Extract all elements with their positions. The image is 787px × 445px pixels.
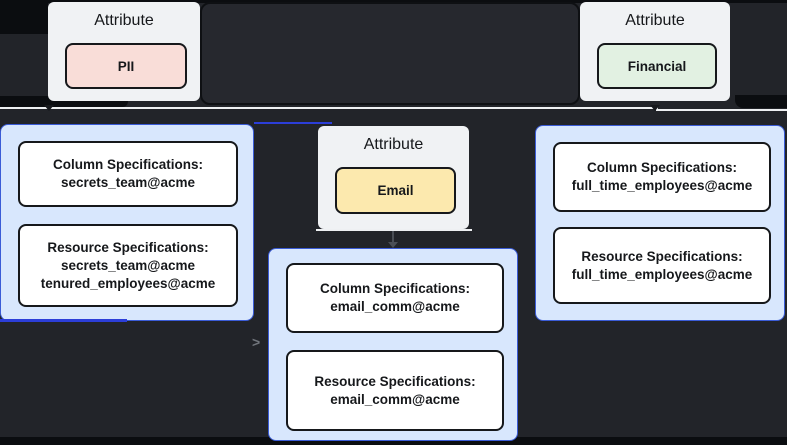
attribute-card-title: Attribute <box>625 12 685 29</box>
attribute-node-email: Email <box>335 167 456 214</box>
left-dark-bar <box>0 96 128 107</box>
spec-box-line: full_time_employees@acme <box>571 266 753 282</box>
column-specifications-box: Column Specifications: full_time_employe… <box>553 142 771 212</box>
spec-box-line: secrets_team@acme <box>60 175 195 190</box>
hidden-dark-node <box>200 2 580 105</box>
spec-box-line: Resource Specifications: <box>47 239 209 255</box>
edge-line-blue-top <box>254 122 332 124</box>
arrowhead-down-icon <box>388 242 398 248</box>
spec-box-line: secrets_team@acme <box>60 257 195 273</box>
attribute-node-financial: Financial <box>597 43 717 89</box>
resource-specifications-box: Resource Specifications: email_comm@acme <box>286 350 504 431</box>
arrowhead-down-icon <box>650 105 660 111</box>
edge-line-under-email <box>316 229 472 231</box>
arrowhead-down-icon <box>44 105 54 111</box>
top-strip <box>0 0 787 3</box>
spec-group-email: Column Specifications: email_comm@acme R… <box>268 248 518 441</box>
resource-specifications-box: Resource Specifications: secrets_team@ac… <box>18 224 238 307</box>
spec-group-financial: Column Specifications: full_time_employe… <box>535 125 785 321</box>
spec-box-line: email_comm@acme <box>330 299 460 314</box>
spec-box-line: full_time_employees@acme <box>571 178 753 193</box>
edge-line-vertical-email <box>392 231 394 243</box>
column-specifications-box: Column Specifications: email_comm@acme <box>286 263 504 333</box>
edge-line-horizontal-left <box>0 107 658 109</box>
spec-box-line: Resource Specifications: <box>314 373 476 389</box>
spec-box-line: tenured_employees@acme <box>40 275 216 291</box>
attribute-card-email: Attribute Email <box>318 126 469 229</box>
attribute-card-pii: Attribute PII <box>48 2 200 101</box>
column-specifications-box: Column Specifications: secrets_team@acme <box>18 141 238 207</box>
resource-specifications-box: Resource Specifications: full_time_emplo… <box>553 227 771 304</box>
attribute-card-title: Attribute <box>363 136 424 153</box>
top-left-dark-patch <box>0 0 48 34</box>
spec-box-line: Column Specifications: <box>52 157 204 172</box>
attribute-card-title: Attribute <box>94 12 154 29</box>
spec-box-line: Column Specifications: <box>319 281 471 296</box>
spec-box-line: Resource Specifications: <box>581 248 743 264</box>
spec-box-line: Column Specifications: <box>586 160 738 175</box>
spec-group-pii: Column Specifications: secrets_team@acme… <box>0 124 254 321</box>
arrowhead-chevron-icon: > <box>252 334 261 350</box>
right-dark-bar <box>735 95 787 108</box>
bottom-strip <box>0 437 787 445</box>
edge-line-horizontal-right <box>656 109 787 111</box>
spec-box-line: email_comm@acme <box>330 391 460 407</box>
attribute-node-pii: PII <box>65 43 187 89</box>
edge-line-blue-bottom <box>0 319 127 322</box>
attribute-card-financial: Attribute Financial <box>580 2 730 101</box>
